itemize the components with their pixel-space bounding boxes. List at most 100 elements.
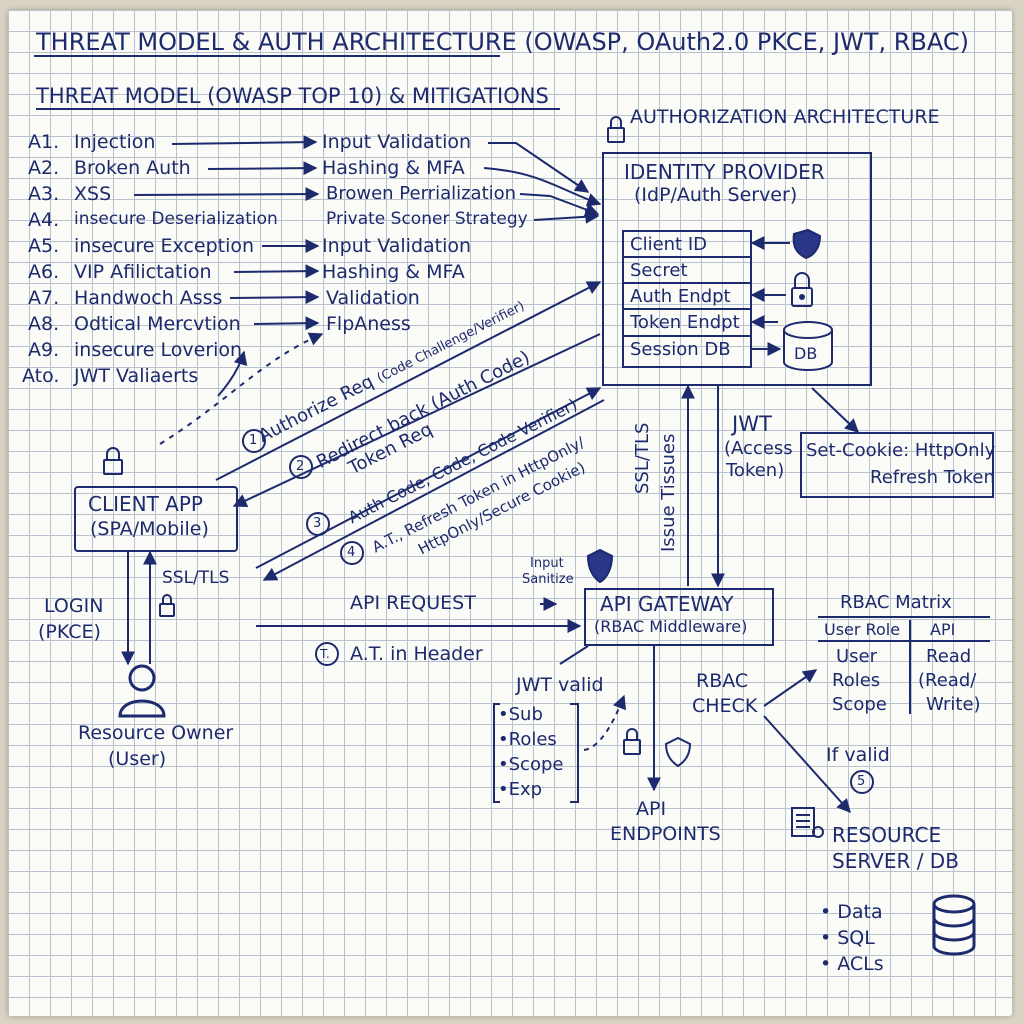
lock-icon-client [103, 447, 123, 475]
input-sanitize-label-2: Sanitize [522, 572, 574, 587]
input-sanitize-label: Input [530, 556, 564, 571]
lock-icon-login [159, 594, 175, 617]
api-gateway-title: API GATEWAY [600, 592, 734, 616]
shield-icon-endpoints [664, 736, 692, 768]
rbac-check-label-2: CHECK [692, 695, 758, 717]
idp-to-cookie-arrow [811, 387, 860, 433]
threat-name: insecure Deserialization [74, 209, 278, 229]
mitigation: Browen Perrialization [326, 183, 517, 204]
jwt-label: JWT [732, 412, 772, 436]
threat-id: A2. [28, 157, 60, 179]
rbac-role: Roles [832, 670, 881, 691]
mitigation: Hashing & MFA [322, 157, 465, 179]
step-1-number: 1 [249, 433, 258, 448]
if-valid-number: 5 [857, 774, 866, 789]
threat-name: Injection [74, 131, 156, 153]
resource-item-sql: • SQL [820, 927, 875, 949]
idp-row-token-endpt: Token Endpt [630, 312, 740, 333]
user-icon [118, 664, 166, 718]
api-request-label: API REQUEST [350, 592, 476, 614]
threat-arrow-3 [133, 187, 320, 202]
mitigation: Validation [326, 287, 420, 309]
threat-name: JWT Valiaerts [74, 365, 199, 387]
at-header-label: A.T. in Header [350, 643, 483, 665]
page-title: THREAT MODEL & AUTH ARCHITECTURE (OWASP,… [36, 28, 969, 56]
rbac-role: Scope [832, 694, 887, 715]
claim-sub: •Sub [498, 704, 543, 725]
threat-name: Handwoch Asss [74, 287, 223, 309]
step-3-number: 3 [313, 516, 322, 531]
idp-row-client-id: Client ID [630, 234, 708, 255]
threat-id: A6. [28, 261, 60, 283]
rbac-header-api: API [930, 620, 956, 639]
resource-server-label: RESOURCE [832, 823, 942, 847]
jwt-label-line3: Token) [726, 460, 785, 481]
idp-row-secret: Secret [630, 260, 688, 281]
cookie-box [800, 432, 994, 498]
rbac-api: Write) [926, 694, 981, 715]
database-icon-resource [932, 894, 976, 956]
claim-exp: •Exp [498, 779, 543, 800]
authorize-req-arrow [215, 281, 602, 481]
idp-title: IDENTITY PROVIDER [624, 160, 825, 184]
rbac-role: User [836, 646, 878, 667]
threat-arrow-2 [207, 161, 318, 176]
mitigation-to-idp-1 [488, 142, 590, 193]
db-label: DB [794, 344, 818, 363]
jwt-valid-title: JWT valid [516, 674, 604, 696]
api-endpoints-label: API [636, 798, 667, 820]
mitigation-to-idp-4 [533, 209, 600, 224]
mitigation: Hashing & MFA [322, 261, 465, 283]
threat-id: A5. [28, 235, 60, 257]
resource-owner-label: Resource Owner [78, 722, 234, 744]
idp-row-session-db: Session DB [630, 339, 731, 360]
threat-name: Broken Auth [74, 157, 191, 179]
idp-table [622, 230, 752, 368]
step-4-number: 4 [347, 545, 356, 560]
resource-item-acls: • ACLs [820, 953, 884, 975]
auth-arch-heading: AUTHORIZATION ARCHITECTURE [630, 106, 940, 128]
api-gateway-box [584, 588, 774, 646]
at-header-number: T. [320, 647, 330, 661]
threat-arrow-6 [233, 264, 320, 279]
mitigation: FlpAness [326, 313, 411, 335]
claim-scope: •Scope [498, 754, 564, 775]
lock-icon-auth-heading [607, 116, 625, 143]
login-pkce: (PKCE) [38, 621, 101, 643]
issue-tissues-vertical: Issue Tissues [658, 433, 679, 552]
rbac-api: Read [926, 646, 972, 667]
identity-provider-box [602, 152, 872, 386]
graph-paper [8, 10, 1012, 1016]
threat-arrow-7 [229, 290, 320, 305]
token-req-arrow [255, 387, 602, 569]
idp-row-auth-endpt: Auth Endpt [630, 286, 731, 307]
jwt-to-gateway-dashed [583, 694, 627, 751]
login-label: LOGIN [44, 595, 104, 617]
rbac-matrix-title: RBAC Matrix [840, 592, 952, 613]
cookie-line-2: Refresh Token [870, 467, 995, 488]
server-doc-icon [791, 807, 824, 838]
claim-roles: •Roles [498, 729, 557, 750]
rbac-header-role: User Role [824, 620, 901, 639]
api-gateway-subtitle: (RBAC Middleware) [594, 617, 748, 636]
mitigation-to-idp-3 [519, 193, 600, 217]
threat-id: A3. [28, 183, 60, 205]
database-icon-idp [783, 321, 833, 371]
threat-id: Ato. [22, 365, 60, 387]
lock-icon-auth-endpt [791, 272, 813, 307]
mitigation: Input Validation [322, 131, 472, 153]
threat-arrow-1 [171, 135, 318, 150]
threat-id: A7. [28, 287, 60, 309]
mitigation: Input Validation [322, 235, 472, 257]
resource-item-data: • Data [820, 901, 883, 923]
threat-name: insecure Loverion [74, 339, 243, 361]
client-app-box [74, 486, 238, 552]
a9-curve [217, 350, 248, 397]
api-endpoints-label-2: ENDPOINTS [610, 823, 721, 845]
token-resp-arrow [262, 399, 605, 581]
mitigation-to-idp-2 [483, 167, 602, 207]
shield-icon-client-id [792, 228, 822, 260]
threat-id: A9. [28, 339, 60, 361]
resource-owner-user: (User) [108, 748, 167, 770]
